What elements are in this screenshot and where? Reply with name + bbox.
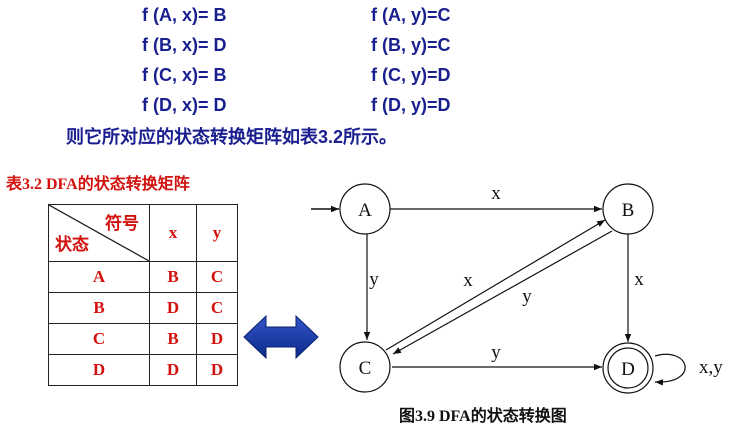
state-c-label: C — [359, 358, 372, 379]
transition-a-y: f (A, y)=C — [371, 5, 451, 25]
row-state: C — [48, 323, 150, 355]
row-state: A — [48, 261, 150, 293]
edge-d-self-loop — [654, 353, 686, 386]
row-y: D — [196, 354, 238, 386]
state-b: B — [602, 183, 654, 235]
label-b-to-c: y — [522, 286, 532, 307]
label-d-loop: x,y — [699, 357, 723, 378]
row-x: B — [149, 261, 197, 293]
label-c-to-b: x — [463, 270, 473, 291]
row-y: C — [196, 292, 238, 324]
transition-d-y: f (D, y)=D — [371, 95, 451, 115]
edge-b-to-c — [392, 230, 613, 355]
table-row: D D D — [48, 354, 238, 386]
state-a-label: A — [358, 200, 372, 221]
double-arrow-icon — [243, 314, 319, 360]
row-y: C — [196, 261, 238, 293]
label-a-to-b: x — [491, 183, 501, 204]
state-b-label: B — [622, 200, 635, 221]
label-c-to-d: y — [491, 342, 501, 363]
corner-diagonal — [49, 205, 149, 261]
row-state: D — [48, 354, 150, 386]
row-y: D — [196, 323, 238, 355]
row-x: D — [149, 354, 197, 386]
state-a: A — [339, 183, 391, 235]
state-d-label: D — [621, 359, 635, 380]
header-state: 状态 — [55, 235, 89, 254]
transition-c-x: f (C, x)= B — [142, 65, 227, 85]
state-c: C — [339, 341, 391, 393]
diagram-caption: 图3.9 DFA的状态转换图 — [399, 408, 567, 425]
table-title: 表3.2 DFA的状态转换矩阵 — [6, 176, 190, 193]
label-b-to-d: x — [634, 269, 644, 290]
label-a-to-c: y — [369, 269, 379, 290]
row-x: D — [149, 292, 197, 324]
table-row: C B D — [48, 323, 238, 355]
intro-sentence: 则它所对应的状态转换矩阵如表3.2所示。 — [66, 127, 398, 147]
state-d-accepting: D — [602, 342, 654, 394]
edge-c-to-b — [385, 219, 606, 351]
transition-a-x: f (A, x)= B — [142, 5, 227, 25]
transition-b-x: f (B, x)= D — [142, 35, 227, 55]
transition-c-y: f (C, y)=D — [371, 65, 451, 85]
transition-d-x: f (D, x)= D — [142, 95, 227, 115]
table-row: A B C — [48, 261, 238, 293]
header-y: y — [196, 204, 238, 262]
header-symbol: 符号 — [105, 214, 139, 233]
table-row: B D C — [48, 292, 238, 324]
transition-b-y: f (B, y)=C — [371, 35, 451, 55]
transition-matrix: 符号 状态 x y A B C B D C C B D D D D — [48, 204, 238, 386]
